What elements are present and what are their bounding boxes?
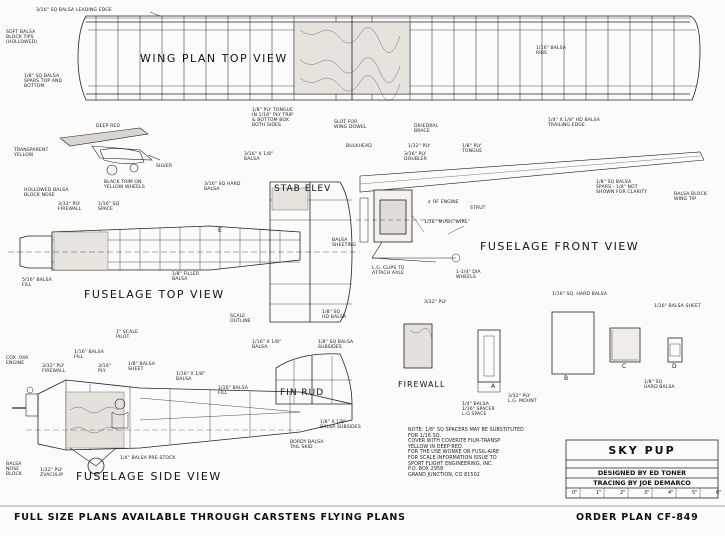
stab-ribs-label: 3/16" X 1/8" BALSA (244, 152, 274, 162)
footer-availability: FULL SIZE PLANS AVAILABLE THROUGH CARSTE… (14, 512, 406, 523)
scale-bar: 0" 1" 2" 3" 4" 5" 6" (566, 490, 722, 498)
ply-front-label: 1/32" PLY (408, 144, 431, 149)
balsa-nose-block-label: BALSA NOSE BLOCK (6, 462, 22, 477)
slot-wing-label: SLOT FOR WING DOWEL (334, 120, 367, 130)
firewall-title: FIREWALL (398, 380, 446, 389)
fuselage-front-view-title: FUSELAGE FRONT VIEW (480, 240, 640, 253)
side-stab-balsa-label: 1/16" X 1/8" BALSA (252, 340, 282, 350)
balsa-sheeting-label: BALSA SHEETING (332, 238, 357, 248)
parts-hard-balsa-label: 1/16" SQ. HARD BALSA (552, 292, 608, 297)
footer-order-plan: ORDER PLAN CF-849 (576, 512, 699, 523)
music-wire-label: 1/16" MUSIC WIRE (424, 220, 468, 225)
hollowed-nose-label: HOLLOWED BALSA BLOCK NOSE (24, 188, 69, 198)
scale-pilot-label: 1" SCALE PILOT (116, 330, 139, 340)
hd-balsa-label: 1/8" SQ HD BALSA (322, 310, 347, 320)
scale-mark: 1" (596, 490, 602, 496)
ply-doubler-front-label: 3/16" PLY DOUBLER (404, 152, 428, 162)
firewall-parts (403, 323, 501, 393)
fuselage-side-view (12, 353, 353, 475)
fw-lg-mount-label: 3/32" PLY L.G. MOUNT (508, 394, 537, 404)
hard-balsa-label: 3/16" SQ HARD BALSA (204, 182, 241, 192)
scale-mark: 5" (692, 490, 698, 496)
scale-mark: 6" (716, 490, 722, 496)
fuselage-top-view-title: FUSELAGE TOP VIEW (84, 288, 225, 301)
cox-engine-label: COX .049 ENGINE (6, 356, 29, 366)
title-block-frame (565, 439, 719, 499)
ribs-label: 1/16" BALSA RIBS (536, 46, 566, 56)
plan-name: SKY PUP (608, 444, 676, 457)
engine-centerline-label: ¢ OF ENGINE (428, 200, 459, 205)
sq-balsa-spars-label: 1/8" SQ BALSA SPARS - 1/8" NOT SHOWN FOR… (596, 180, 648, 195)
parts-balsa-sheet-label: 1/16" BALSA SHEET (654, 304, 702, 309)
scale-mark: 4" (668, 490, 674, 496)
balsa-pre-stock-label: 1/4" BALSA PRE-STOCK (120, 456, 176, 461)
part-letter-a: A (491, 383, 496, 390)
lg-clips-label: L.G. CLIPS TO ATTACH AXLE (372, 266, 405, 276)
parts-bcd (551, 311, 683, 375)
leading-edge-label: 3/16" SQ BALSA LEADING EDGE (36, 8, 112, 13)
fuselage-front-view (356, 151, 705, 263)
black-trim-label: BLACK TRIM ON YELLOW WHEELS (104, 180, 145, 190)
tracer-credit: TRACING BY JOE DEMARCO (593, 479, 691, 487)
fw-ply-label: 3/32" PLY (424, 300, 447, 305)
tail-skid-label: BORDY BALSA TAIL SKID (290, 440, 324, 450)
side-balsa-fill2-label: 1/16" BALSA FILL (218, 386, 248, 396)
ply-zvaculip-label: 1/32" PLY ZVACULIP (40, 468, 64, 478)
ply-tongue-front-label: 1/8" PLY TONGUE (462, 144, 483, 154)
trailing-edge-label: 1/4" X 1/8" HD BALSA TRAILING EDGE (548, 118, 600, 128)
designer-credit: DESIGNED BY ED TONER (597, 469, 687, 477)
fin-rud-label: FIN RUD (280, 388, 325, 398)
bulkhead-label: BULKHEAD (346, 144, 372, 149)
part-letter-d: D (672, 363, 677, 370)
silver-label: SILVER (156, 164, 173, 169)
wing-plan-title: WING PLAN TOP VIEW (140, 52, 288, 65)
balsa-subsides-label: 1/8" X 1/8" BALSA SUBSIDES (320, 420, 361, 430)
part-letter-c: C (622, 363, 627, 370)
ply-tongue-label: 1/8" PLY TONGUE IN 1/16" PLY TRIP & BOTT… (252, 108, 294, 128)
strut-label: STRUT (470, 206, 486, 211)
firewall-ply-label: 3/32" PLY FIREWALL (58, 202, 82, 212)
part-letter-b: B (564, 375, 569, 382)
scale-mark: 0" (572, 490, 578, 496)
part-letter-e: E (218, 227, 222, 234)
balsa-block-wing-tip-label: BALSA BLOCK WING TIP (674, 192, 707, 202)
side-balsa-fill-label: 1/16" BALSA FILL (74, 350, 104, 360)
stab-elev-label: STAB ELEV (274, 184, 332, 194)
construction-note: NOTE: 1/8" SQ SPACERS MAY BE SUBSTITUTED… (408, 428, 524, 478)
scale-outline-label: SCALE OUTLINE (230, 314, 251, 324)
balsa-fill-label: 1/8" FILLER BALSA (172, 272, 200, 282)
fuselage-side-view-title: FUSELAGE SIDE VIEW (76, 470, 222, 483)
wing-tips-label: SOFT BALSA BLOCK TIPS (HOLLOWED) (6, 30, 38, 45)
fuselage-top-view (8, 181, 360, 323)
wheels-label: 1-1/4" DIA WHEELS (456, 270, 481, 280)
deep-red-label: DEEP RED (96, 124, 121, 129)
side-stringer-label: 1/16" X 1/8" BALSA (176, 372, 206, 382)
dihedral-brace-label: DIHEDRAL BRACE (414, 124, 439, 134)
spacer-label: 1/16" SQ SPACE (98, 202, 120, 212)
balsa-fill2-label: 5/16" BALSA FILL (22, 278, 52, 288)
side-ply-label: 3/16" PLY (98, 364, 111, 374)
perspective-sketch (59, 127, 161, 176)
scale-mark: 2" (620, 490, 626, 496)
side-firewall-label: 3/32" PLY FIREWALL (42, 364, 66, 374)
transparent-yellow-label: TRANSPARENT YELLOW (14, 148, 49, 158)
balsa-sides-label: 1/8" SQ BALSA SUBSIDES (318, 340, 354, 350)
side-balsa-sheet-label: 1/8" BALSA SHEET (128, 362, 155, 372)
wing-plan (77, 11, 701, 101)
fw-balsa-spacer-label: 1/4" BALSA 1/16" SPACER L.G SPACE (462, 402, 495, 417)
spars-label: 1/8" SQ BALSA SPARS TOP AND BOTTOM (24, 74, 63, 89)
parts-hard-balsa-c-label: 1/8" SQ HARD BALSA (644, 380, 675, 390)
scale-mark: 3" (644, 490, 650, 496)
